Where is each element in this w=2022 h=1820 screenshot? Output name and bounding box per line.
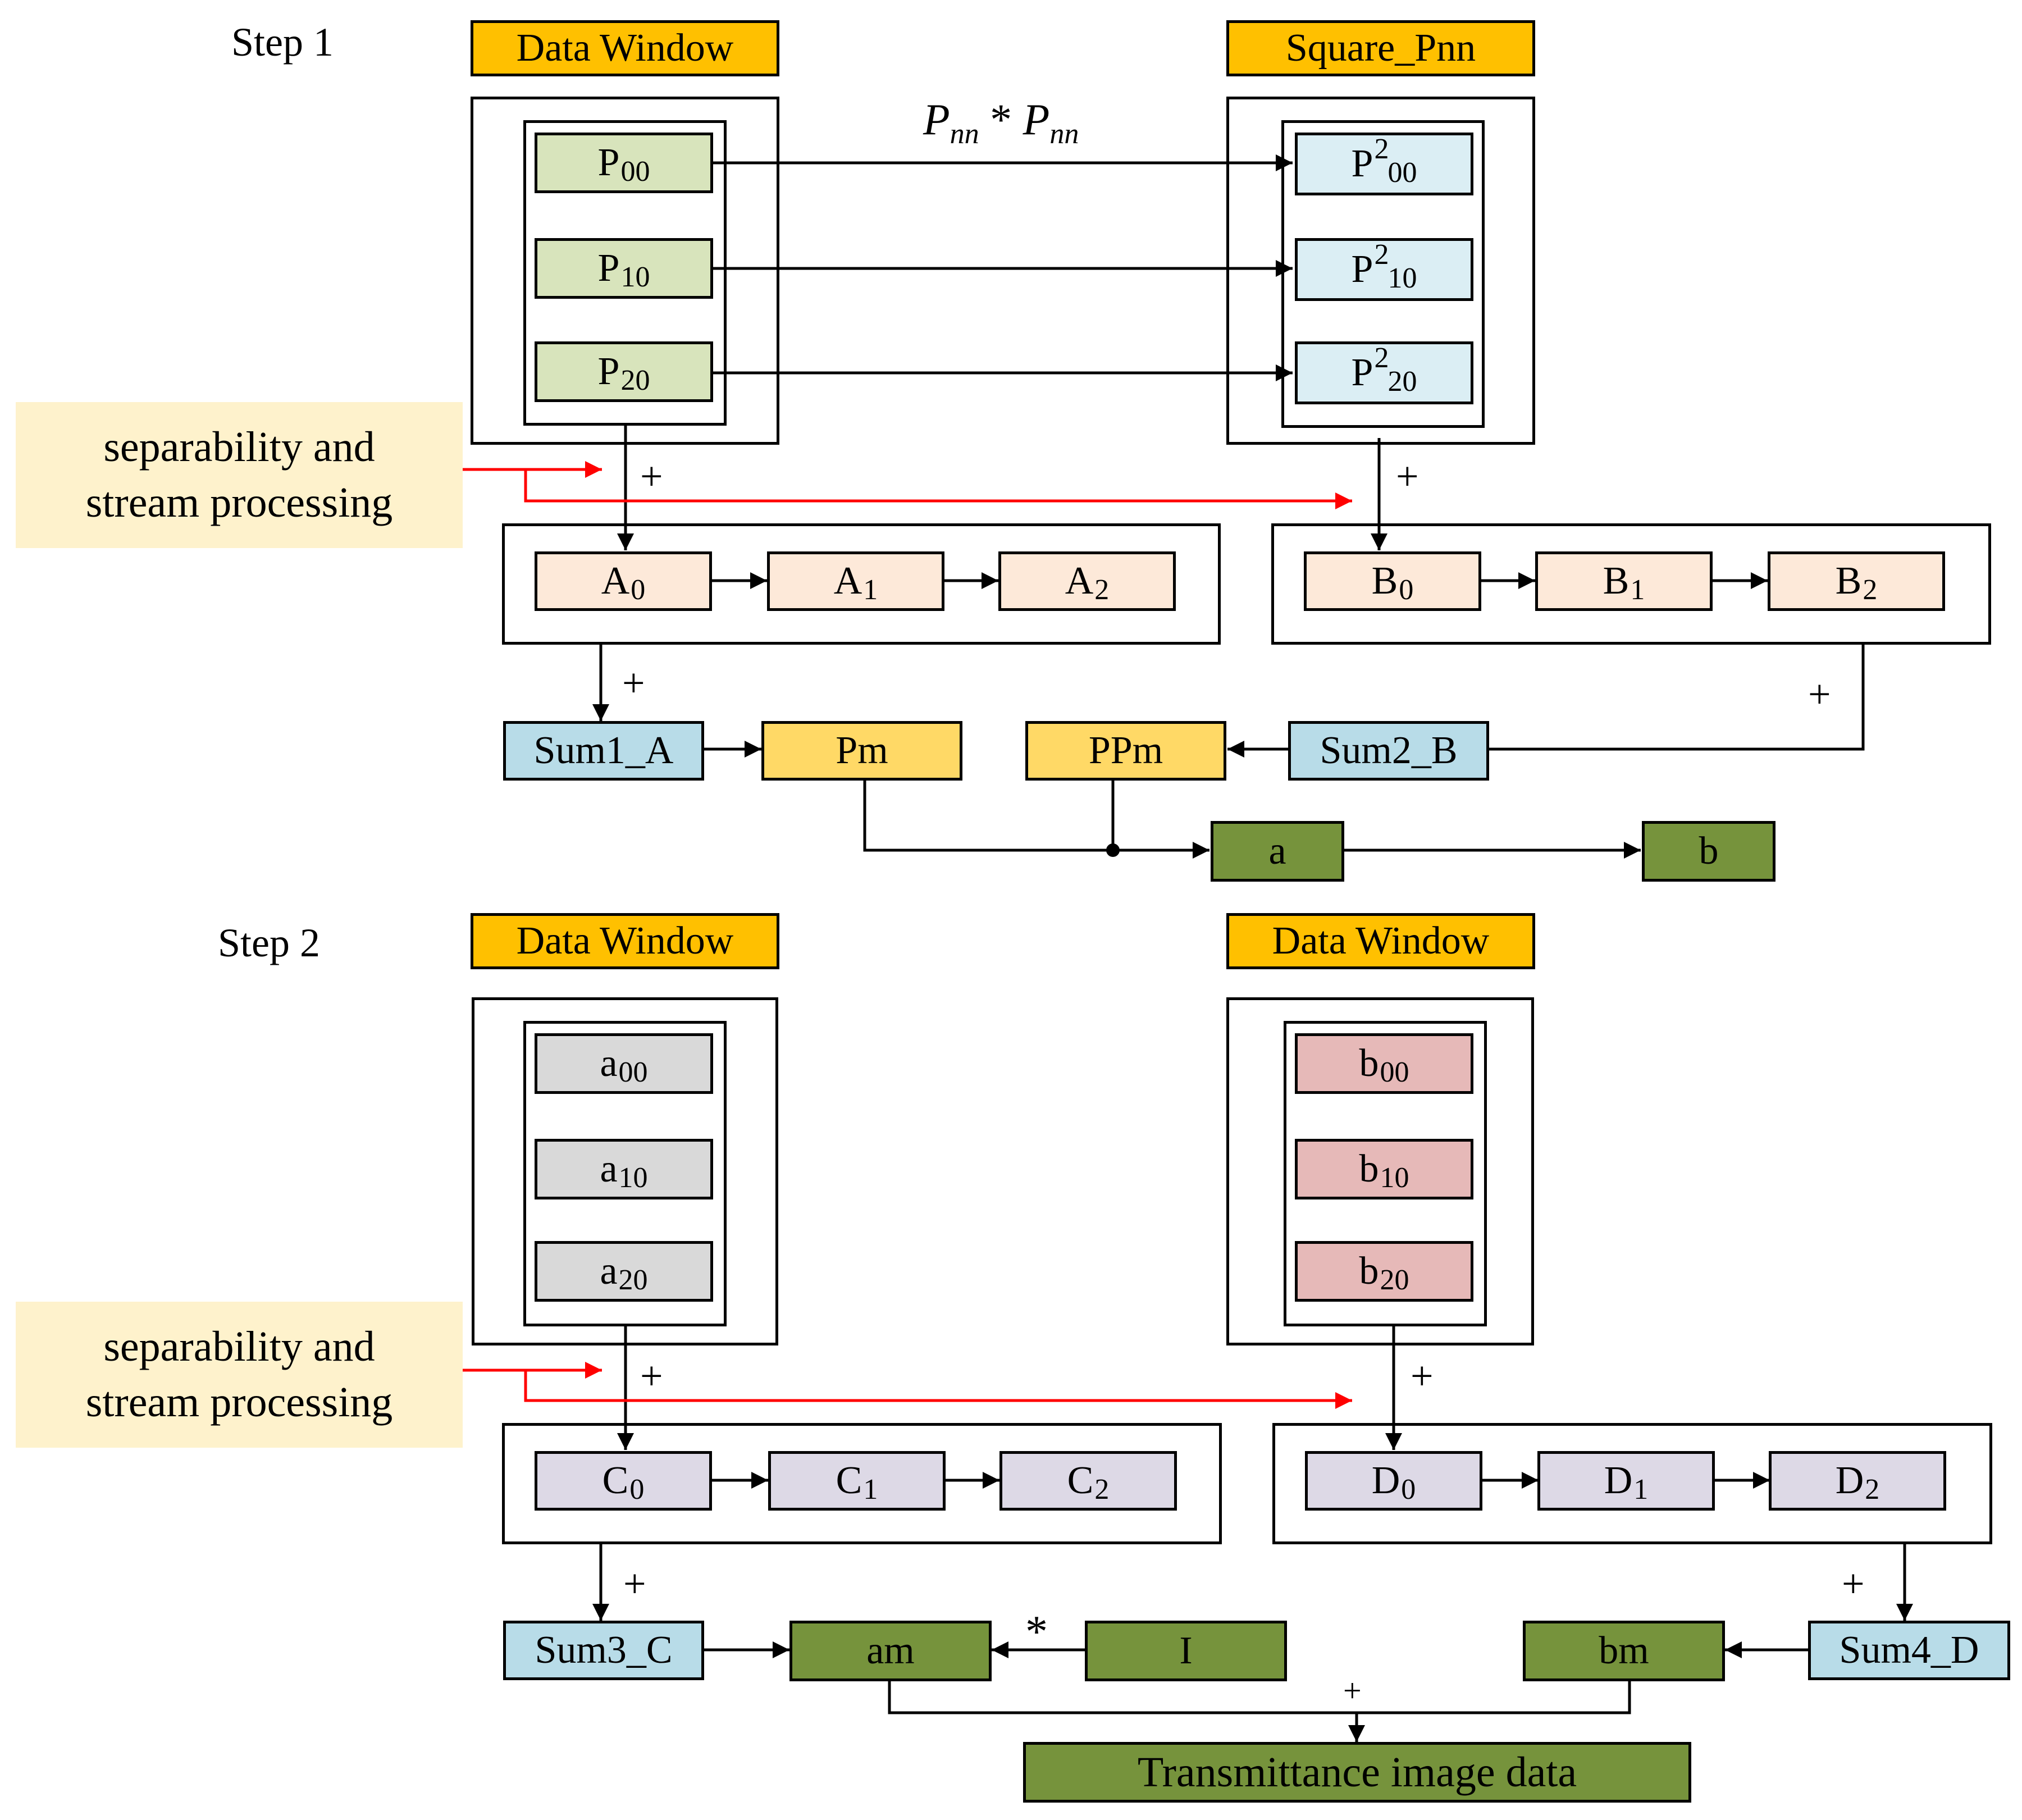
note-line-2: stream processing bbox=[85, 479, 393, 526]
step2-right-window-inner bbox=[1284, 1021, 1487, 1326]
plus-sign: + bbox=[1343, 1672, 1362, 1709]
step2-left-window-outer bbox=[472, 997, 778, 1345]
step2-right-window-title: Data Window bbox=[1226, 913, 1535, 969]
connector-am-to-output bbox=[888, 1679, 1631, 1714]
pm: Pm bbox=[761, 721, 962, 781]
result-am: am bbox=[789, 1621, 992, 1681]
step2-d-frame bbox=[1272, 1423, 1992, 1544]
step1-left-window-outer bbox=[471, 97, 779, 445]
result-bm: bm bbox=[1523, 1621, 1725, 1681]
ppm: PPm bbox=[1025, 721, 1226, 781]
red-arrow-step1-b bbox=[524, 469, 1352, 509]
step1-left-window-title: Data Window bbox=[471, 20, 779, 76]
step1-title: Step 1 bbox=[231, 20, 334, 65]
step1-b-frame bbox=[1271, 523, 1991, 645]
plus-sign: + bbox=[622, 660, 645, 705]
plus-sign: + bbox=[1396, 454, 1419, 499]
plus-sign: + bbox=[1411, 1353, 1434, 1398]
note-line-2: stream processing bbox=[85, 1379, 393, 1426]
result-b: b bbox=[1642, 821, 1775, 882]
step2-title: Step 2 bbox=[218, 920, 321, 965]
plus-sign: + bbox=[640, 1353, 663, 1398]
sum1-a: Sum1_A bbox=[503, 721, 704, 781]
plus-sign: + bbox=[623, 1561, 646, 1606]
step1-right-window-outer bbox=[1226, 97, 1535, 445]
transmittance-output: Transmittance image data bbox=[1023, 1742, 1691, 1803]
step2-right-window-outer bbox=[1226, 997, 1534, 1345]
note-line-1: separability and bbox=[103, 1323, 375, 1371]
input-i: I bbox=[1085, 1621, 1287, 1681]
sum4-d: Sum4_D bbox=[1808, 1621, 2010, 1680]
arrow-bframe-to-sum2 bbox=[1485, 642, 1865, 751]
note-line-1: separability and bbox=[103, 423, 375, 471]
plus-sign: + bbox=[1808, 672, 1831, 717]
step1-right-window-inner bbox=[1281, 120, 1485, 428]
multiply-sign: * bbox=[1025, 1607, 1048, 1657]
step1-right-window-title: Square_Pnn bbox=[1226, 20, 1535, 76]
sum3-c: Sum3_C bbox=[503, 1621, 704, 1680]
plus-sign: + bbox=[1842, 1561, 1865, 1606]
step2-left-window-title: Data Window bbox=[471, 913, 779, 969]
step1-a-frame bbox=[502, 523, 1221, 645]
red-arrow-step2-b bbox=[524, 1370, 1352, 1409]
connector-pm-to-a bbox=[863, 778, 1209, 859]
sum2-b: Sum2_B bbox=[1288, 721, 1489, 781]
result-a: a bbox=[1211, 821, 1344, 882]
step1-left-window-inner bbox=[523, 120, 727, 426]
step2-left-window-inner bbox=[523, 1021, 727, 1326]
pnn-formula: Pnn * Pnn bbox=[923, 95, 1079, 150]
junction-dot bbox=[1106, 843, 1120, 857]
step2-c-frame bbox=[502, 1423, 1222, 1544]
step2-note: separability and stream processing bbox=[16, 1302, 463, 1448]
plus-sign: + bbox=[640, 454, 663, 499]
step1-note: separability and stream processing bbox=[16, 402, 463, 548]
